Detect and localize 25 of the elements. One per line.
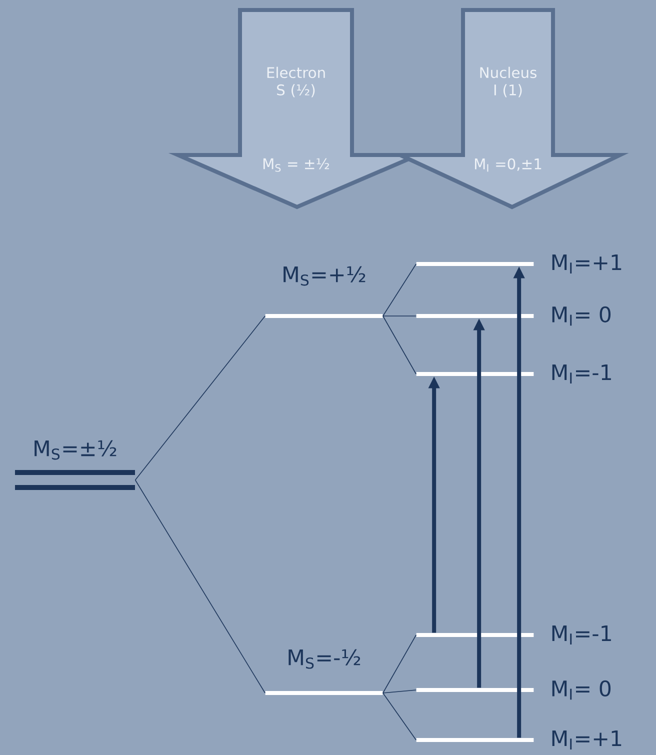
node-label: M$_{S}$=-½ [288,649,360,669]
level-label: M$_{I}$=+1 [552,254,622,274]
connector-line [382,690,416,694]
connector-line [382,264,416,316]
node-label: M$_{S}$=±½ [34,440,116,460]
energy-level: M$_{S}$=-½ [265,649,383,695]
connector-line [382,316,416,374]
energy-level [416,372,534,376]
node-label: M$_{S}$=+½ [284,266,366,286]
level-label: M$_{I}$=+1 [552,730,622,750]
level-label: M$_{I}$= 0 [552,306,611,326]
connector-line [382,634,416,694]
energy-level [416,262,534,266]
level-label: M$_{I}$=-1 [552,364,611,384]
energy-level: M$_{S}$=+½ [265,266,383,318]
energy-level [416,633,534,637]
level-label: M$_{I}$=-1 [552,626,611,644]
energy-level [416,688,534,692]
connector-line [134,316,266,480]
level-label: M$_{I}$= 0 [552,680,611,700]
energy-level [416,738,534,742]
connector-line [134,480,266,694]
energy-level [416,314,534,318]
connector-line [382,692,416,740]
energy-level: M$_{S}$=±½ [15,440,135,490]
